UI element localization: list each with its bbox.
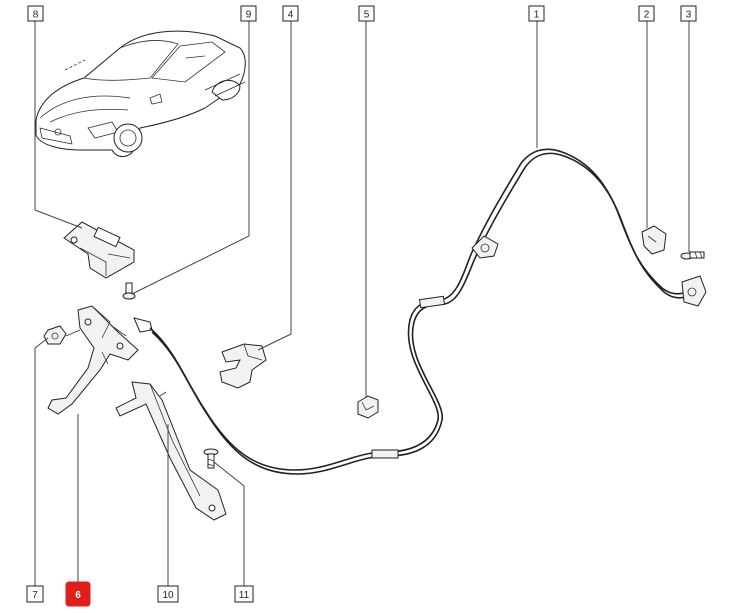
callout-label: 9 [246, 10, 252, 21]
callout-label: 10 [162, 590, 174, 601]
callout-8[interactable]: 8 [27, 5, 44, 22]
screw-icon [203, 448, 219, 469]
callout-label: 8 [33, 10, 39, 21]
car-overview-icon [35, 30, 246, 157]
callout-11[interactable]: 11 [234, 585, 254, 603]
callout-10[interactable]: 10 [157, 585, 179, 603]
push-clip-icon [357, 395, 379, 419]
cable-holder-clip-icon [219, 343, 267, 389]
callout-3[interactable]: 3 [680, 5, 697, 22]
leader-lines [34, 20, 690, 586]
callout-label: 4 [288, 10, 294, 21]
callout-9[interactable]: 9 [240, 5, 257, 22]
callout-7[interactable]: 7 [26, 585, 44, 603]
callout-label: 11 [239, 590, 250, 601]
release-cable-icon [133, 148, 707, 475]
support-bracket-icon [115, 381, 227, 521]
callout-label: 5 [364, 10, 370, 21]
callout-5[interactable]: 5 [358, 5, 375, 22]
callout-2[interactable]: 2 [638, 5, 655, 22]
mounting-bracket-icon [63, 221, 135, 279]
callout-4[interactable]: 4 [282, 5, 299, 22]
bolt-icon [43, 325, 81, 345]
screw-icon [680, 251, 705, 260]
bolt-icon [122, 282, 136, 300]
callout-label: 1 [534, 10, 540, 21]
callout-6-selected[interactable]: 6 [65, 581, 91, 607]
bonnet-release-lever-icon [47, 305, 139, 415]
cable-clip-icon [641, 225, 667, 255]
callout-label: 7 [32, 590, 38, 601]
callout-label: 3 [686, 10, 692, 21]
callout-label: 6 [75, 590, 81, 601]
callout-1[interactable]: 1 [528, 5, 545, 22]
callout-label: 2 [644, 10, 650, 21]
